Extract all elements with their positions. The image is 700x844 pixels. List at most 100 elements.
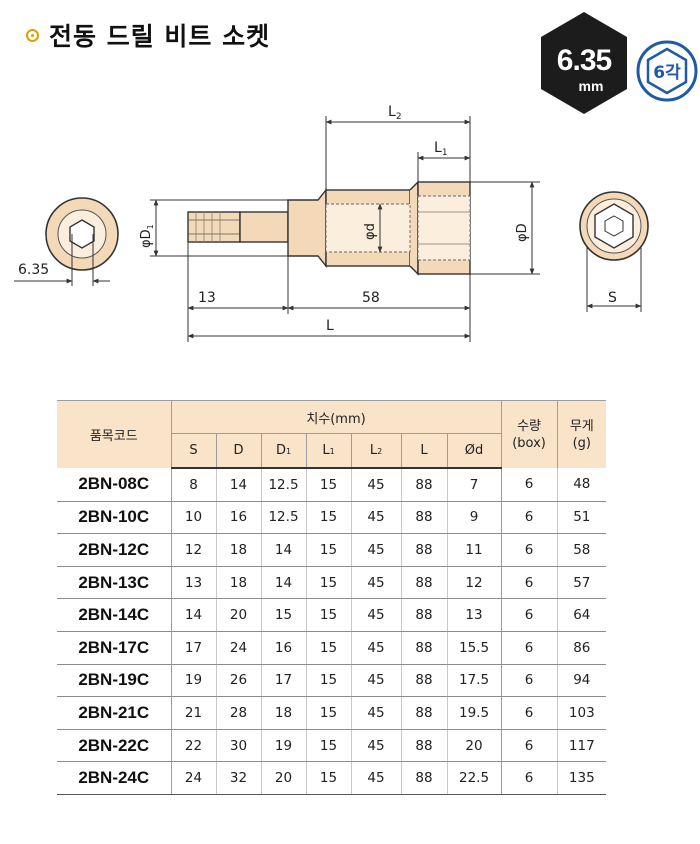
size-badge: 6.35 mm: [541, 12, 627, 114]
cell-weight: 86: [556, 631, 607, 665]
cell-L: 88: [400, 598, 447, 632]
cell-weight: 117: [556, 729, 607, 763]
svg-text:L1: L1: [434, 140, 448, 158]
cell-qty: 6: [500, 501, 558, 535]
header-qty: 수량 (box): [500, 400, 558, 468]
dim-L2-sub: 2: [396, 112, 402, 122]
cell-code: 2BN-17C: [57, 631, 171, 665]
socket-end-view: S: [579, 191, 649, 312]
cell-code: 2BN-10C: [57, 501, 171, 535]
hexagon-icon: [541, 12, 627, 114]
cell-L: 88: [400, 729, 447, 763]
cell-L: 88: [400, 533, 447, 567]
cell-d: 7: [446, 468, 502, 502]
cell-L: 88: [400, 761, 447, 795]
cell-D: 14: [215, 468, 261, 502]
dim-L1-sub: 1: [442, 148, 448, 158]
cell-D1: 17: [260, 664, 306, 698]
cell-D1: 19: [260, 729, 306, 763]
cell-d: 9: [446, 501, 502, 535]
col-L2-sub: 2: [377, 447, 383, 456]
header-qty-label: 수량: [517, 418, 541, 434]
page-title: 전동 드릴 비트 소켓: [26, 18, 270, 52]
cell-d: 17.5: [446, 664, 502, 698]
cell-L2: 45: [350, 533, 401, 567]
col-L1-label: L: [322, 443, 330, 458]
cell-D: 18: [215, 533, 261, 567]
col-D1-label: D: [275, 443, 286, 458]
cell-D: 30: [215, 729, 261, 763]
dim-L1-label: L: [434, 140, 442, 156]
dim-L2-label: L: [388, 104, 396, 120]
cell-d: 12: [446, 566, 502, 600]
col-S: S: [171, 433, 217, 469]
dim-d-label: φd: [363, 223, 378, 240]
size-badge-value: 6.35: [557, 44, 612, 77]
cell-L: 88: [400, 566, 447, 600]
cell-L2: 45: [350, 468, 401, 502]
cell-D1: 15: [260, 598, 306, 632]
cell-weight: 51: [556, 501, 607, 535]
cell-D1: 14: [260, 533, 306, 567]
hex-outline-icon: [646, 47, 688, 95]
drive-end-view: 6.35: [14, 197, 119, 286]
cell-L2: 45: [350, 729, 401, 763]
cell-code: 2BN-08C: [57, 468, 171, 502]
cell-L2: 45: [350, 664, 401, 698]
dim-13-58: 13 58: [187, 242, 471, 342]
cell-d: 11: [446, 533, 502, 567]
cell-S: 17: [170, 631, 216, 665]
dim-58-label: 58: [362, 290, 380, 306]
cell-d: 22.5: [446, 761, 502, 795]
cell-D: 24: [215, 631, 261, 665]
cell-S: 19: [170, 664, 216, 698]
cell-qty: 6: [500, 729, 558, 763]
cell-D1: 18: [260, 696, 306, 730]
size-badge-unit: mm: [579, 78, 604, 94]
col-L2-label: L: [369, 443, 378, 458]
cell-D1: 12.5: [260, 468, 306, 502]
bullet-circle-icon: [26, 28, 39, 42]
col-L: L: [400, 433, 448, 469]
header-weight-unit: (g): [572, 435, 591, 451]
cell-weight: 64: [556, 598, 607, 632]
cell-S: 14: [170, 598, 216, 632]
dim-D1-sub: 1: [146, 224, 155, 229]
dim-D1: φD1: [139, 199, 288, 257]
dim-d: φd: [363, 203, 383, 253]
header-code: 품목코드: [57, 400, 172, 468]
dim-L-label: L: [326, 318, 334, 334]
col-D1-sub: 1: [285, 447, 292, 456]
cell-code: 2BN-19C: [57, 664, 171, 698]
col-L2: L2: [350, 433, 402, 469]
cell-D: 16: [215, 501, 261, 535]
cell-D: 18: [215, 566, 261, 600]
dim-L2: L2: [325, 104, 471, 190]
cell-L: 88: [400, 696, 447, 730]
hex-type-badge: 6각: [636, 40, 698, 102]
dim-S-label: S: [608, 290, 617, 306]
cell-L2: 45: [350, 631, 401, 665]
cell-code: 2BN-21C: [57, 696, 171, 730]
table-row: 2BN-19C 19 26 17 15 45 88 17.5 6 94: [57, 664, 607, 698]
cell-S: 12: [170, 533, 216, 567]
table-row: 2BN-13C 13 18 14 15 45 88 12 6 57: [57, 566, 607, 600]
cell-d: 19.5: [446, 696, 502, 730]
cell-L2: 45: [350, 598, 401, 632]
cell-D1: 20: [260, 761, 306, 795]
dim-D1-label: φD: [139, 229, 154, 248]
table-row: 2BN-24C 24 32 20 15 45 88 22.5 6 135: [57, 761, 607, 795]
cell-L1: 15: [305, 501, 351, 535]
dim-13-label: 13: [198, 290, 216, 306]
svg-text:φD1: φD1: [139, 224, 155, 248]
cell-weight: 94: [556, 664, 607, 698]
cell-L1: 15: [305, 696, 351, 730]
cell-L1: 15: [305, 729, 351, 763]
cell-L1: 15: [305, 761, 351, 795]
cell-L: 88: [400, 664, 447, 698]
cell-D1: 12.5: [260, 501, 306, 535]
cell-L2: 45: [350, 501, 401, 535]
cell-S: 13: [170, 566, 216, 600]
table-row: 2BN-21C 21 28 18 15 45 88 19.5 6 103: [57, 696, 607, 730]
col-D1: D1: [260, 433, 307, 469]
